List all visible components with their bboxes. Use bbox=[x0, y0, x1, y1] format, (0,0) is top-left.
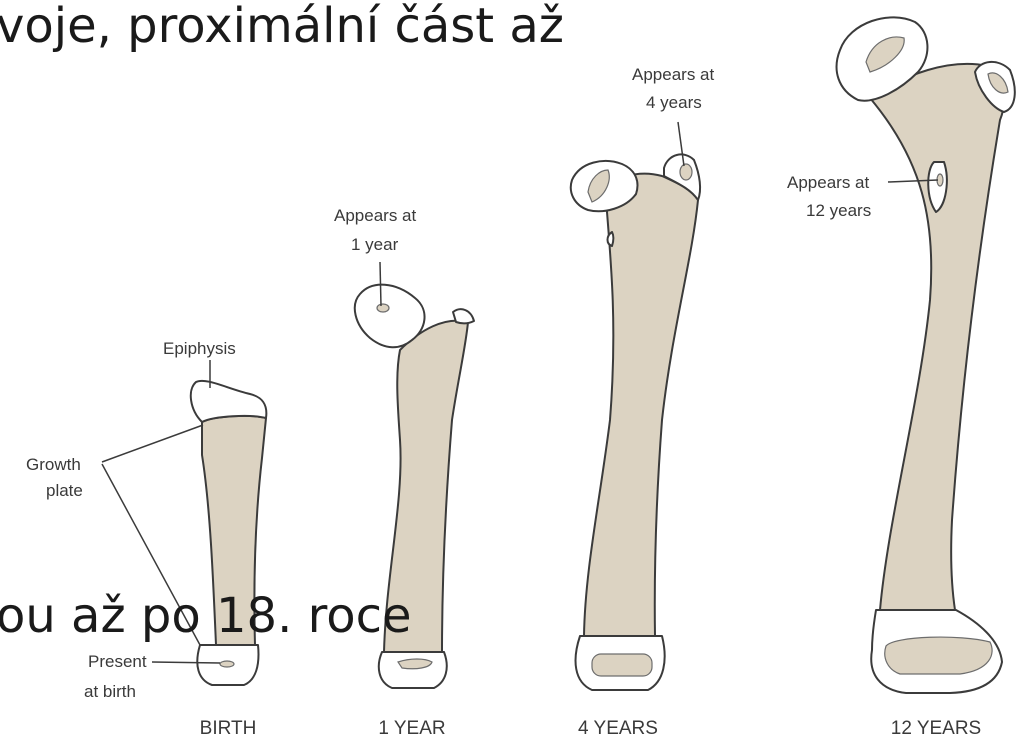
appears-1-year-leader bbox=[380, 262, 381, 306]
epiphysis-label: Epiphysis bbox=[163, 339, 236, 358]
appears-1-year-label-line2: 1 year bbox=[351, 235, 399, 254]
present-at-birth-label-line2: at birth bbox=[84, 682, 136, 701]
appears-4-years-label-line1: Appears at bbox=[632, 65, 714, 84]
growth-plate-label-line1: Growth bbox=[26, 455, 81, 474]
diaphysis-12-years bbox=[870, 64, 1004, 610]
ossification-center-birth bbox=[220, 661, 234, 667]
appears-1-year-label-line1: Appears at bbox=[334, 206, 416, 225]
stage-label-12-years: 12 YEARS bbox=[891, 718, 981, 739]
ossification-center-trochanter-4-years bbox=[680, 164, 692, 180]
stage-label-4-years: 4 YEARS bbox=[578, 718, 658, 739]
slide-text-top: voje, proximální část až bbox=[0, 2, 564, 50]
distal-ossification-4-years bbox=[592, 654, 652, 676]
stage-label-birth: BIRTH bbox=[200, 718, 257, 739]
femur-4-years bbox=[571, 154, 700, 690]
ossification-center-head-1-year bbox=[377, 304, 389, 312]
present-at-birth-leader bbox=[152, 662, 220, 663]
stage-label-1-year: 1 YEAR bbox=[378, 718, 445, 739]
appears-12-years-label-line2: 12 years bbox=[806, 201, 871, 220]
distal-epiphysis-1-year bbox=[379, 652, 447, 688]
greater-trochanter-cartilage-1-year bbox=[453, 309, 474, 323]
femur-12-years bbox=[837, 17, 1015, 693]
appears-12-years-label-line1: Appears at bbox=[787, 173, 869, 192]
growth-plate-label-line2: plate bbox=[46, 481, 83, 500]
diaphysis-4-years bbox=[584, 174, 698, 636]
appears-4-years-label-line2: 4 years bbox=[646, 93, 702, 112]
slide-text-bottom: ou až po 18. roce bbox=[0, 592, 412, 640]
proximal-epiphysis-birth bbox=[191, 381, 267, 422]
proximal-epiphysis-1-year bbox=[355, 285, 425, 348]
distal-ossification-12-years bbox=[885, 637, 992, 674]
growth-plate-leader-upper bbox=[102, 425, 203, 462]
present-at-birth-label-line1: Present bbox=[88, 652, 147, 671]
lesser-trochanter-4-years bbox=[608, 232, 614, 246]
